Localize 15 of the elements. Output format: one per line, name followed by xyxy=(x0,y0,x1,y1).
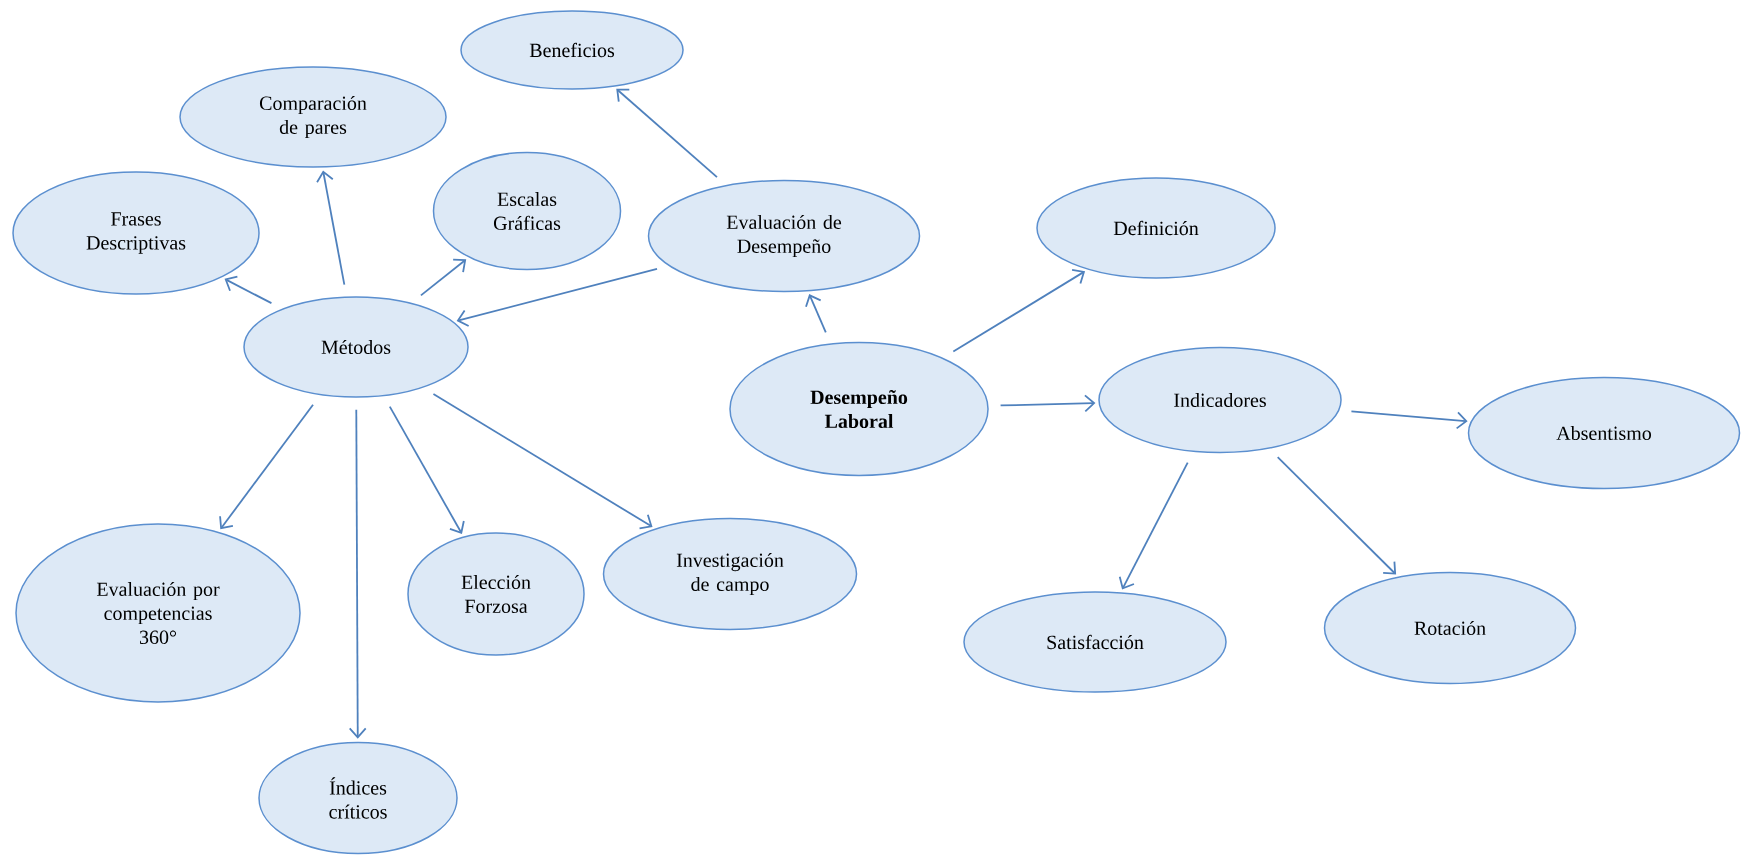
arrow xyxy=(388,405,465,534)
arrow xyxy=(420,258,467,297)
arrow xyxy=(348,408,367,739)
arrow xyxy=(1276,456,1397,575)
arrow xyxy=(999,394,1096,413)
arrow xyxy=(224,275,273,305)
arrow xyxy=(1350,410,1468,430)
arrow xyxy=(1118,461,1189,590)
arrow xyxy=(952,268,1086,353)
arrow xyxy=(456,268,658,327)
arrow xyxy=(805,294,827,334)
arrow xyxy=(316,170,346,286)
arrow xyxy=(616,88,718,179)
arrow xyxy=(432,393,653,530)
arrow xyxy=(219,403,314,530)
